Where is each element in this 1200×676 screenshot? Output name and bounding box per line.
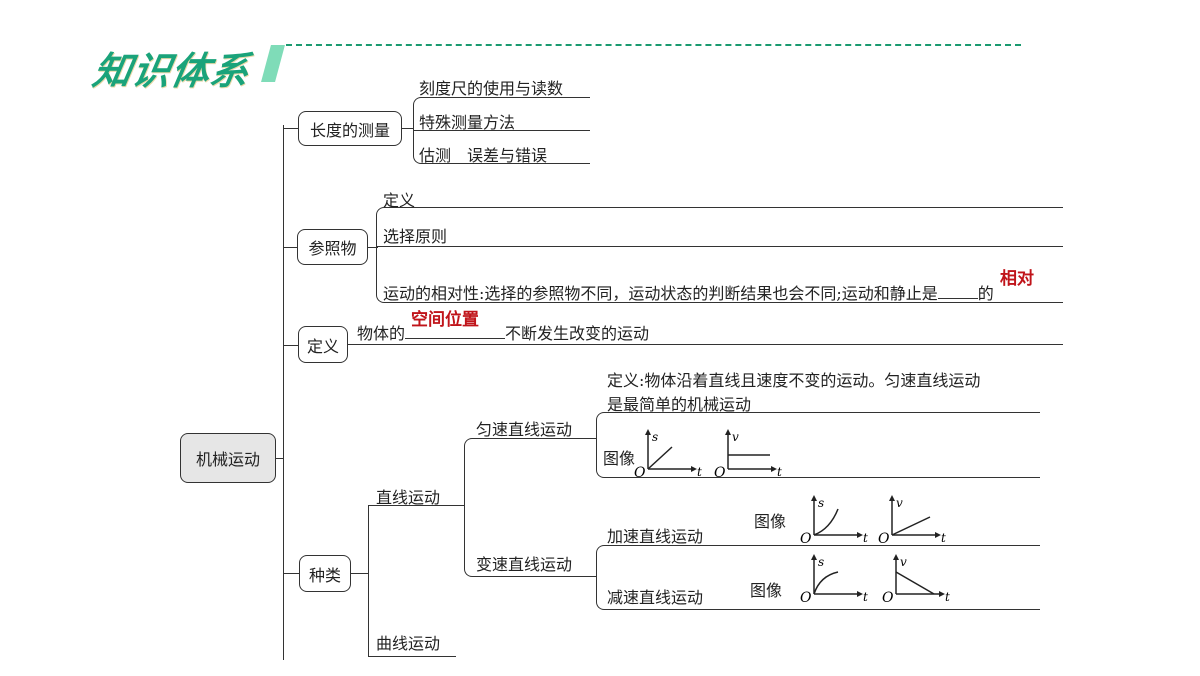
svg-text:t: t [777, 465, 782, 477]
node-definition: 定义 [298, 326, 348, 363]
connector [283, 573, 299, 574]
svg-text:O: O [878, 531, 890, 543]
svg-text:t: t [863, 531, 868, 543]
svg-text:O: O [800, 531, 812, 543]
svg-text:v: v [900, 555, 907, 569]
linear-motion-label: 直线运动 [376, 488, 441, 507]
length-item-2: 特殊测量方法 [419, 113, 516, 132]
uniform-graph-label: 图像 [603, 449, 636, 468]
relativity-prefix: 运动的相对性:选择的参照物不同，运动状态的判断结果也会不同;运动和静止是 [383, 284, 938, 303]
svg-text:s: s [652, 430, 658, 444]
length-item-1: 刻度尺的使用与读数 [419, 79, 564, 98]
curved-line [368, 656, 456, 657]
node-length-measurement: 长度的测量 [298, 111, 402, 146]
connector [283, 128, 299, 129]
definition-line [348, 344, 1063, 345]
node-reference-object: 参照物 [297, 229, 368, 265]
uniform-bracket [596, 412, 1040, 478]
svg-text:O: O [634, 465, 646, 477]
svg-text:v: v [732, 430, 739, 444]
trunk-line [283, 125, 284, 660]
relativity-blank [937, 284, 978, 299]
svg-text:t: t [945, 590, 950, 602]
answer-relative: 相对 [1000, 269, 1034, 289]
connector [283, 345, 299, 346]
svg-text:O: O [800, 590, 812, 602]
relativity-suffix: 的 [977, 284, 994, 303]
definition-text: 物体的 不断发生改变的运动 [357, 320, 649, 344]
accelerating-motion-label: 加速直线运动 [607, 527, 704, 546]
root-label: 机械运动 [195, 450, 260, 469]
section-title: 知识体系 [89, 49, 254, 93]
definition-suffix: 不断发生改变的运动 [505, 324, 650, 343]
connector [402, 128, 414, 129]
node-label: 种类 [308, 565, 341, 585]
connector [276, 458, 284, 459]
root-node-mechanical-motion: 机械运动 [180, 433, 276, 483]
variable-bracket [596, 545, 1040, 610]
title-dashed-divider [286, 44, 1021, 46]
uniform-definition-line2: 是最简单的机械运动 [607, 395, 752, 414]
divider [413, 130, 590, 131]
node-label: 长度的测量 [309, 120, 390, 140]
svg-text:t: t [863, 590, 868, 602]
reference-item-definition: 定义 [383, 191, 416, 210]
variable-motion-label: 变速直线运动 [476, 555, 573, 574]
decelerating-graph-label: 图像 [750, 581, 783, 600]
length-item-3: 估测 误差与错误 [419, 146, 548, 165]
connector [351, 573, 368, 574]
curved-motion-label: 曲线运动 [376, 634, 441, 653]
linear-bracket [464, 438, 597, 577]
relativity-text: 运动的相对性:选择的参照物不同，运动状态的判断结果也会不同;运动和静止是 的 [383, 280, 994, 304]
kinds-vertical [368, 505, 369, 657]
reference-item-principle: 选择原则 [383, 227, 448, 246]
svg-text:s: s [818, 555, 824, 569]
linear-line [368, 505, 465, 506]
connector [368, 247, 378, 248]
definition-prefix: 物体的 [357, 324, 406, 343]
uniform-motion-label: 匀速直线运动 [476, 420, 573, 439]
svg-text:t: t [941, 531, 946, 543]
reference-bracket [376, 207, 1063, 303]
node-kinds: 种类 [299, 555, 351, 592]
divider [376, 246, 1063, 247]
svg-text:O: O [882, 590, 894, 602]
accelerating-graph-label: 图像 [754, 512, 787, 531]
node-label: 定义 [306, 336, 339, 356]
node-label: 参照物 [308, 239, 357, 258]
connector [283, 247, 299, 248]
title-accent-bar [261, 45, 285, 82]
svg-text:v: v [896, 496, 903, 510]
definition-blank [405, 324, 506, 339]
svg-text:O: O [714, 465, 726, 477]
uniform-definition-line1: 定义:物体沿着直线且速度不变的运动。匀速直线运动 [607, 371, 981, 390]
svg-text:t: t [697, 465, 702, 477]
decelerating-motion-label: 减速直线运动 [607, 588, 704, 607]
answer-spatial-position: 空间位置 [411, 310, 479, 330]
svg-text:s: s [818, 496, 824, 510]
